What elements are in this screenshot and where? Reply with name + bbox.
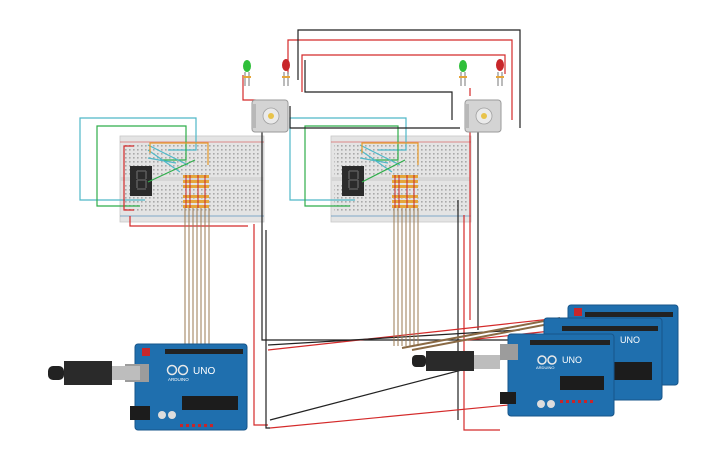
led-green-left[interactable] — [243, 60, 251, 86]
usb-cable-left[interactable] — [48, 361, 140, 385]
led-red-left[interactable] — [282, 59, 290, 86]
arduino-uno-left[interactable]: UNO ARDUINO — [125, 343, 248, 431]
seven-segment-display-left — [130, 166, 152, 196]
led-green-right[interactable] — [459, 60, 467, 86]
wires-left-loops — [79, 117, 209, 207]
arduino-model-label-right: UNO — [562, 355, 582, 365]
wires-data-right — [393, 208, 419, 346]
seven-segment-display-right — [342, 166, 364, 196]
arduino-model-label-left: UNO — [193, 366, 215, 377]
wires-right-loops — [289, 117, 419, 207]
wires-data-left — [184, 208, 210, 352]
arduino-uno-right[interactable]: UNO ARDUINO — [500, 333, 615, 417]
led-red-right[interactable] — [496, 59, 504, 86]
arduino-model-label-back: UNO — [620, 335, 640, 345]
dc-motor-left[interactable] — [251, 99, 289, 133]
resistor-array-left — [183, 175, 209, 208]
usb-cable-right[interactable] — [412, 351, 500, 371]
dc-motor-right[interactable] — [464, 99, 502, 133]
arduino-brand-label-left: ARDUINO — [168, 377, 189, 382]
resistor-array-right — [392, 175, 418, 208]
arduino-brand-label-right: ARDUINO — [536, 365, 554, 370]
